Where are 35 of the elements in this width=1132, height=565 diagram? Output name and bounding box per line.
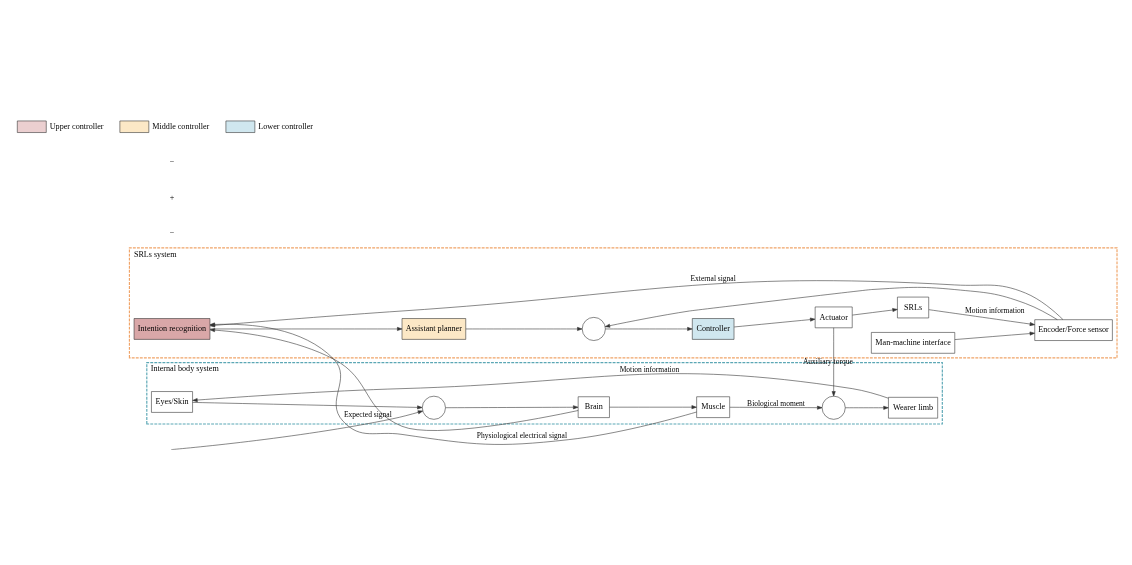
arrow <box>729 405 823 410</box>
legend-label: Upper controller <box>49 121 104 131</box>
node-circle <box>581 316 606 341</box>
arrow <box>954 331 1035 340</box>
node-box: Intention recognition <box>133 317 211 340</box>
node-box: Muscle <box>696 395 730 418</box>
arrow <box>172 405 424 450</box>
arrow <box>192 372 889 402</box>
arrow <box>831 327 836 396</box>
arrow <box>192 401 424 414</box>
node-box: Wearer limb <box>888 396 938 418</box>
node-box: Controller <box>692 317 735 340</box>
label: − <box>169 156 175 166</box>
label: + <box>169 192 175 202</box>
node-circle <box>821 395 846 420</box>
arrow <box>733 317 816 327</box>
arrow <box>605 326 693 331</box>
arrow <box>445 404 579 409</box>
node-box: SRLs <box>897 296 929 318</box>
node-box: Man-machine interface <box>871 331 956 354</box>
arrow <box>609 404 697 409</box>
arrow <box>845 405 889 410</box>
node-circle <box>422 395 446 420</box>
node-box: Eyes/Skin <box>151 390 193 413</box>
legend-label: Middle controller <box>152 121 210 131</box>
arrow <box>852 307 898 315</box>
arrow <box>604 286 1058 328</box>
node-box: Brain <box>577 395 610 418</box>
node-box: Assistant planner <box>401 317 467 340</box>
node-box: Actuator <box>814 306 853 328</box>
legend-label: Lower controller <box>258 121 314 131</box>
arrow <box>928 308 1035 326</box>
label: − <box>169 227 175 237</box>
arrow <box>465 326 583 331</box>
node-box: Encoder/Force sensor <box>1034 318 1113 341</box>
